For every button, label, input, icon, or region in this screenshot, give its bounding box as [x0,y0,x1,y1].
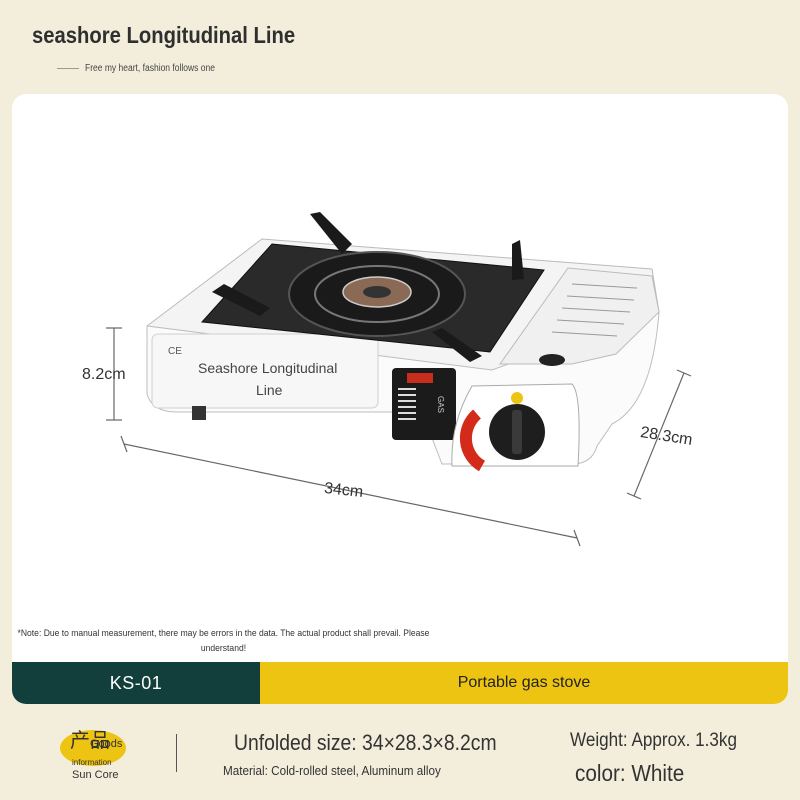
badge-core-label: Sun Core [72,769,119,781]
tagline: Free my heart, fashion follows one [85,63,215,74]
badge-information-label: information [72,758,112,767]
product-photo: 8.2cm 34cm 28.3cm CE Seashore Longitudin… [12,94,788,704]
brand-title: seashore Longitudinal Line [32,22,296,48]
stove-brand-line1: Seashore Longitudinal [198,360,338,376]
stove-brand-line2: Line [256,382,283,398]
product-name-bar: Portable gas stove [260,662,788,704]
spec-material: Material: Cold-rolled steel, Aluminum al… [223,763,441,778]
badge-goods-label: Goods [90,738,123,750]
stove-illustration [106,212,692,547]
dimension-lines [106,327,692,547]
dimension-height-label: 8.2cm [82,366,126,383]
ce-mark: CE [168,346,182,357]
spec-unfolded-size: Unfolded size: 34×28.3×8.2cm [234,730,497,755]
spec-color: color: White [575,760,685,786]
spec-divider [176,734,177,772]
tagline-row: Free my heart, fashion follows one [57,63,238,74]
model-number: KS-01 [109,672,163,693]
model-number-bar: KS-01 [12,662,260,704]
measurement-note: *Note: Due to manual measurement, there … [17,628,430,654]
stove-body [146,212,660,472]
product-name: Portable gas stove [457,674,591,691]
gas-label: GAS [435,396,445,413]
spec-weight: Weight: Approx. 1.3kg [570,730,737,751]
info-badge-circle [60,730,126,766]
tagline-divider [57,68,79,69]
badge-cn-label: 产品 [70,728,110,752]
